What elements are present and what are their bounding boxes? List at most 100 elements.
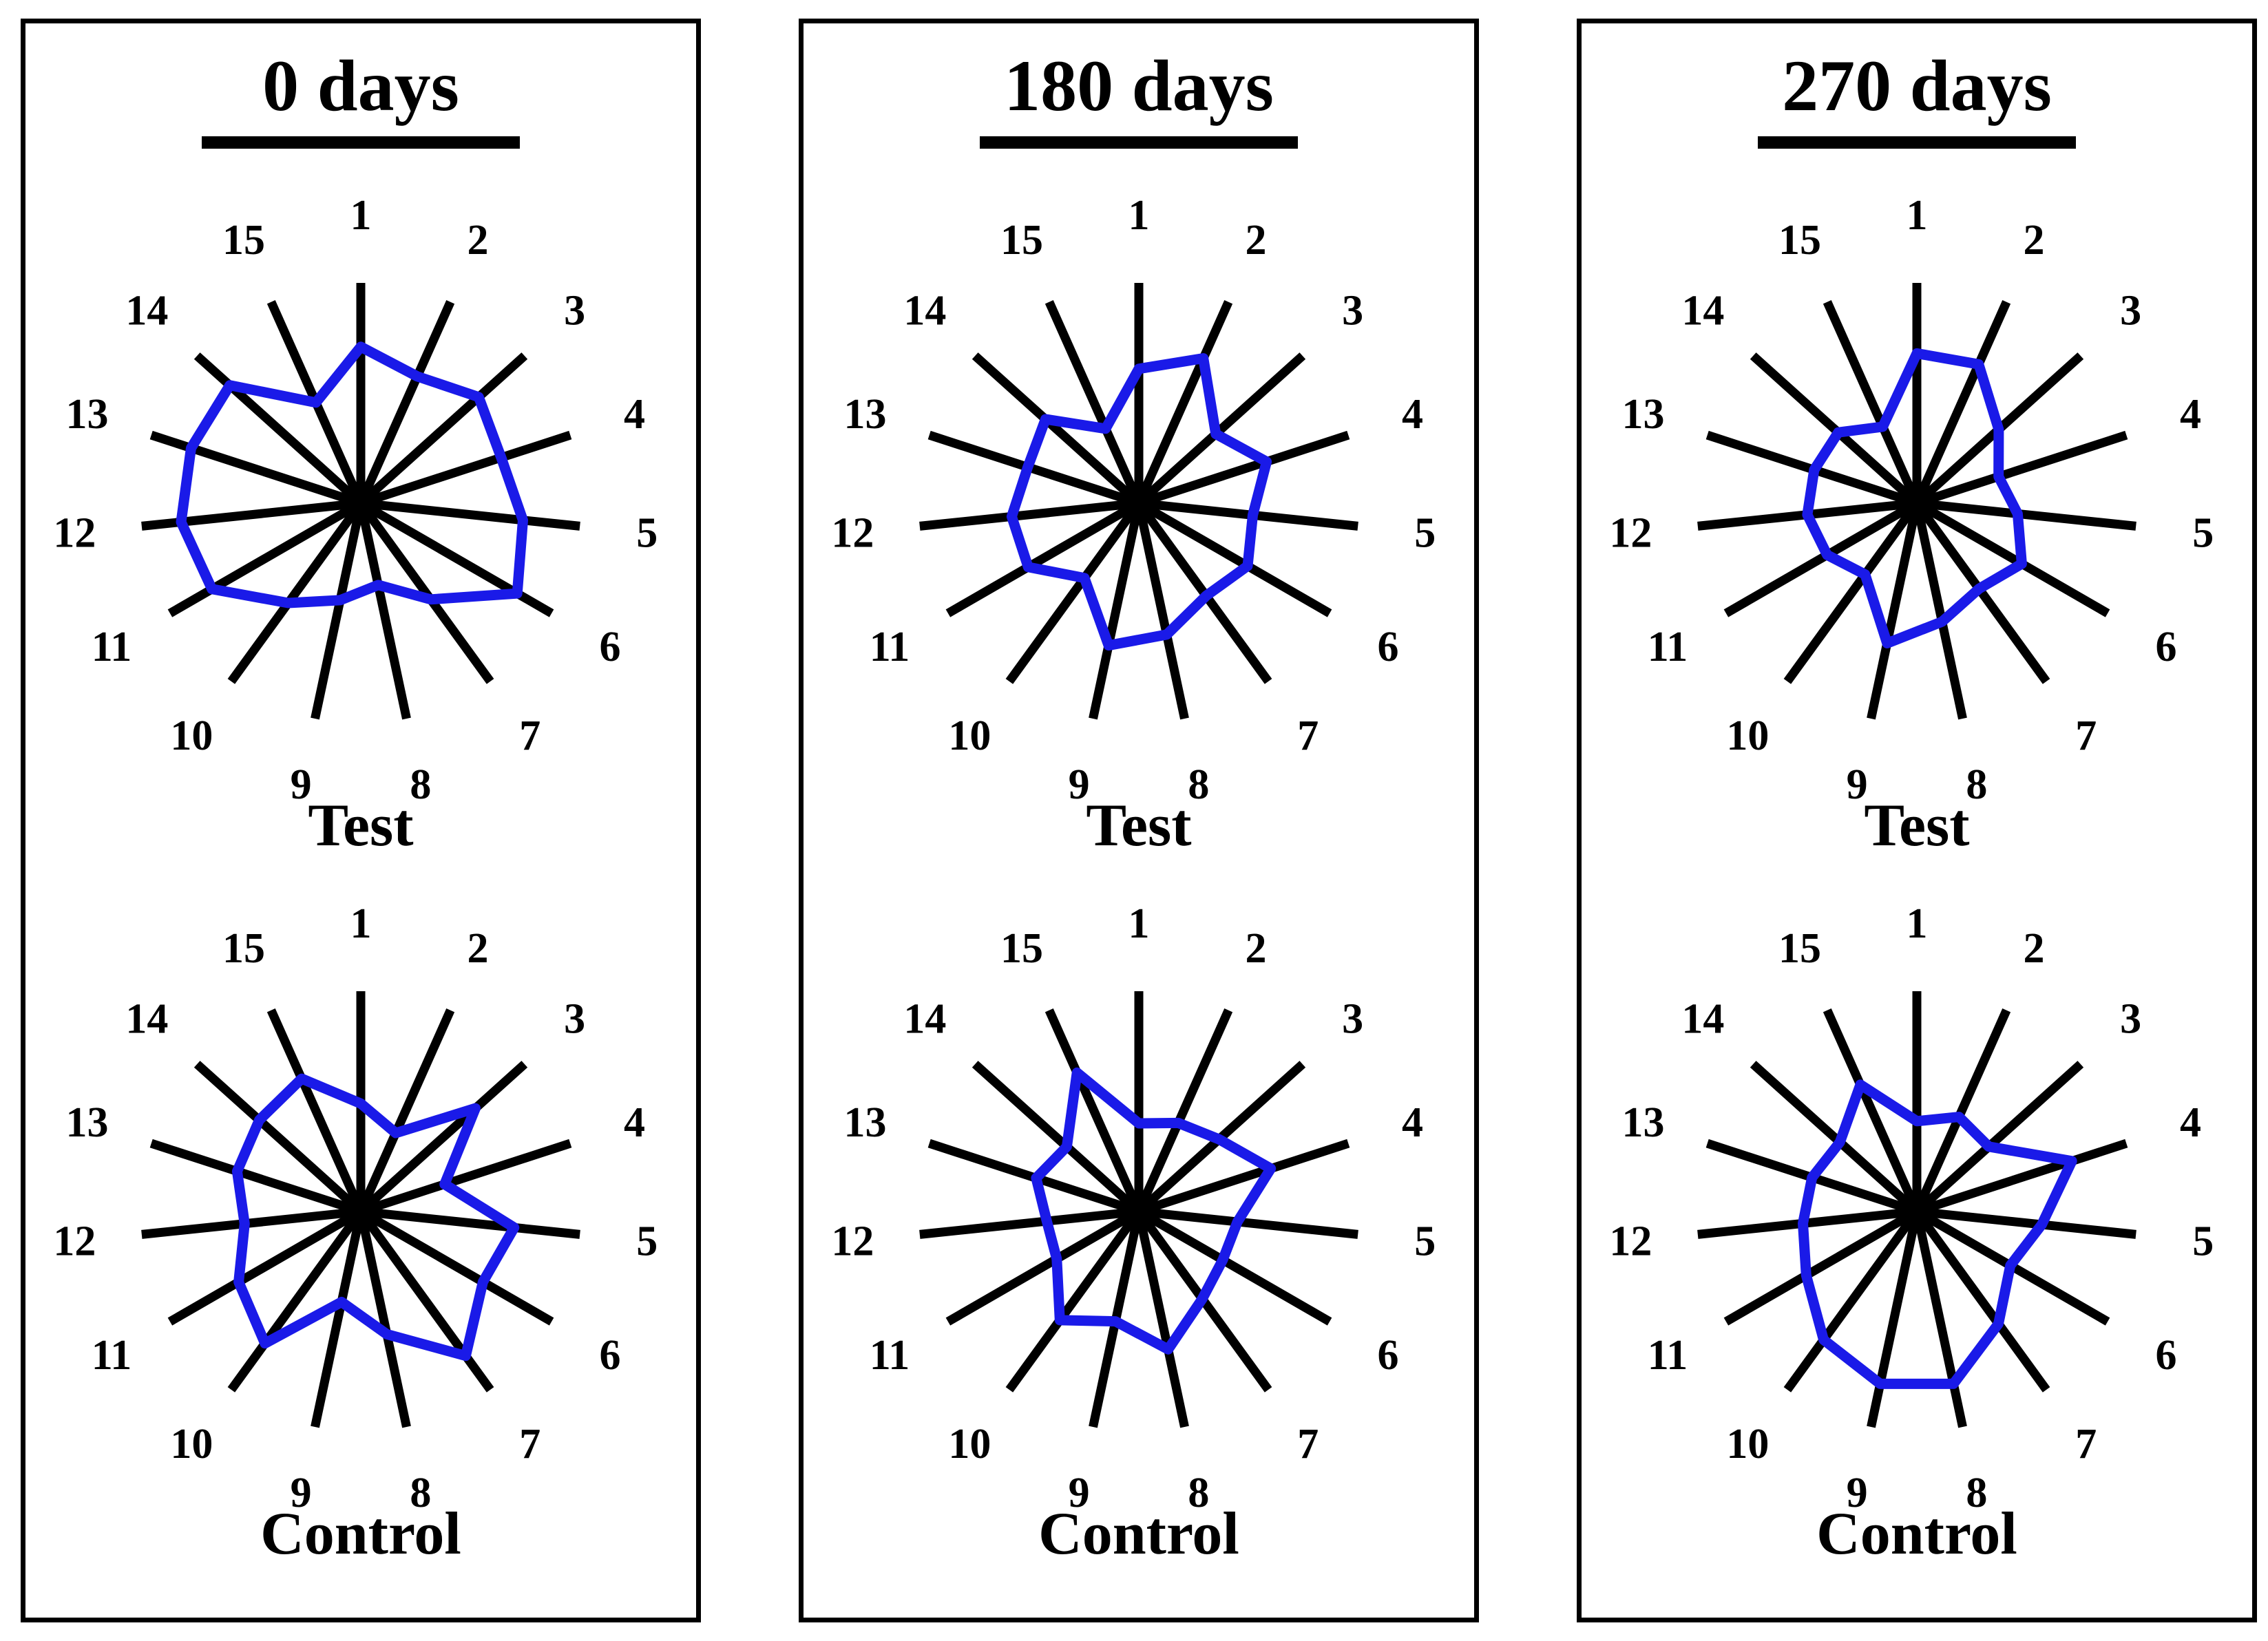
data-polygon (176, 341, 528, 608)
spoke-label: 9 (1069, 1470, 1090, 1516)
spoke-label: 9 (291, 1470, 312, 1516)
spoke-line (1912, 502, 1967, 720)
spoke-label: 7 (519, 1421, 540, 1468)
spoke-label: 14 (1681, 995, 1724, 1042)
spoke-label: 7 (1297, 1421, 1319, 1468)
spoke-label: 3 (2120, 995, 2141, 1042)
spoke-label: 7 (2075, 1421, 2097, 1468)
spoke-label: 8 (1966, 1470, 1987, 1516)
spoke-label: 1 (1907, 907, 1928, 947)
spoke-label: 3 (564, 287, 585, 334)
spoke-line (1134, 1210, 1189, 1428)
spoke-label: 14 (903, 995, 946, 1042)
spoke-label: 1 (1907, 199, 1928, 239)
spoke-label: 2 (468, 925, 489, 972)
spoke-label: 6 (600, 624, 621, 670)
title-underline (1758, 136, 2076, 149)
spoke-line (1915, 1139, 2128, 1216)
spoke-label: 11 (1648, 1332, 1688, 1379)
spoke-label: 14 (1681, 287, 1724, 334)
spoke-label: 9 (1847, 1470, 1868, 1516)
spoke-label: 1 (350, 199, 372, 239)
spoke-label: 5 (1414, 1218, 1436, 1265)
spoke-line (193, 1061, 364, 1215)
spoke-line (1913, 1008, 2011, 1214)
center-dot (1896, 1191, 1938, 1233)
spoke-label: 13 (66, 1099, 109, 1146)
spoke-line (1913, 1061, 2084, 1215)
spoke-label: 12 (53, 510, 96, 557)
spoke-label: 15 (1778, 925, 1821, 972)
spoke-label: 9 (291, 761, 312, 807)
spoke-label: 1 (1128, 199, 1150, 239)
spoke-label: 2 (1246, 217, 1267, 264)
spoke-line (1135, 1008, 1233, 1214)
spoke-label: 15 (222, 217, 265, 264)
spoke-line (1136, 499, 1332, 617)
spoke-line (1823, 299, 1921, 505)
spoke-label: 6 (2156, 624, 2177, 670)
spoke-line (357, 299, 455, 505)
spoke-line (1750, 1061, 1920, 1215)
spoke-label: 6 (600, 1332, 621, 1379)
spoke-label: 3 (564, 995, 585, 1042)
spoke-label: 10 (170, 1421, 213, 1468)
spoke-label: 8 (410, 761, 431, 807)
spoke-label: 13 (844, 1099, 887, 1146)
spoke-line (945, 499, 1142, 617)
spoke-label: 1 (1128, 907, 1150, 947)
spoke-line (972, 352, 1142, 507)
spoke-line (1913, 299, 2011, 505)
chart-group-label: Test (308, 792, 414, 859)
spoke-line (359, 430, 572, 508)
spoke-label: 5 (2192, 510, 2214, 557)
spoke-line (1916, 1207, 2136, 1239)
spoke-label: 12 (1609, 510, 1652, 557)
center-dot (1118, 1191, 1159, 1233)
spoke-line (1005, 500, 1143, 684)
spoke-line (358, 1207, 554, 1326)
data-polygon (231, 1073, 520, 1362)
spoke-line (1723, 1207, 1920, 1326)
spoke-line (1136, 1207, 1332, 1326)
spoke-label: 7 (2075, 712, 2097, 759)
spoke-label: 4 (624, 1099, 645, 1146)
spoke-label: 14 (125, 995, 168, 1042)
spoke-label: 5 (2192, 1218, 2214, 1265)
chart-group-label: Control (260, 1501, 461, 1568)
spoke-line (356, 1210, 411, 1428)
spoke-label: 8 (1188, 761, 1209, 807)
spoke-line (1089, 502, 1144, 720)
spoke-label: 14 (903, 287, 946, 334)
center-dot (340, 482, 381, 524)
spoke-label: 15 (1778, 217, 1821, 264)
spoke-line (972, 1061, 1142, 1215)
spoke-label: 4 (1402, 391, 1423, 438)
spoke-label: 12 (831, 1218, 874, 1265)
title-underline (980, 136, 1298, 149)
spoke-label: 13 (1622, 1099, 1665, 1146)
spoke-line (357, 352, 528, 507)
spoke-label: 12 (1609, 1218, 1652, 1265)
spoke-line (1913, 1209, 2050, 1393)
spoke-label: 6 (2156, 1332, 2177, 1379)
spoke-label: 10 (948, 712, 991, 759)
spoke-label: 15 (1000, 217, 1043, 264)
spoke-line (1867, 502, 1922, 720)
spoke-label: 8 (410, 1470, 431, 1516)
spoke-line (1135, 352, 1306, 507)
chart-group-label: Test (1086, 792, 1192, 859)
chart-group-label: Test (1864, 792, 1970, 859)
spoke-label: 15 (222, 925, 265, 972)
spoke-line (311, 502, 366, 720)
spoke-label: 13 (844, 391, 887, 438)
spoke-line (1912, 1210, 1967, 1428)
spoke-label: 1 (350, 907, 372, 947)
